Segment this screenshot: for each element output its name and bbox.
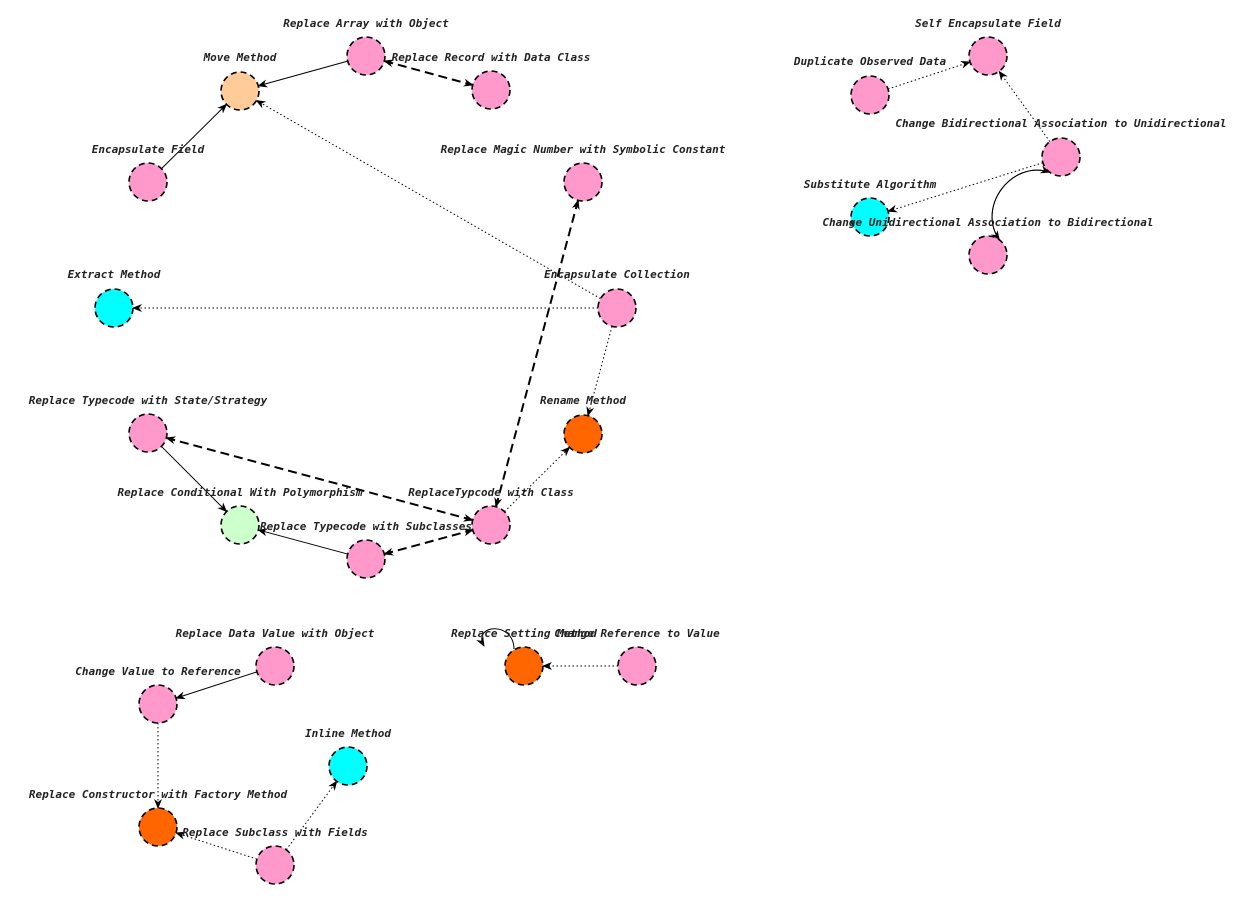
node-label-replace-subclass-with-fields: Replace Subclass with Fields <box>182 826 367 839</box>
node-label-replace-constructor-with-factory-method: Replace Constructor with Factory Method <box>29 788 288 801</box>
node-label-extract-method: Extract Method <box>68 268 161 281</box>
node-label-encapsulate-field: Encapsulate Field <box>92 143 205 156</box>
node-label-inline-method: Inline Method <box>305 727 391 740</box>
node-replace-record-with-data-class[interactable] <box>471 70 511 110</box>
edge-change-bidirectional-to-unidirectional-to-self-encapsulate-field <box>998 70 1051 142</box>
node-rename-method[interactable] <box>563 414 603 454</box>
node-remove-setting-method[interactable] <box>504 646 544 686</box>
nodes-layer <box>94 36 1081 885</box>
node-label-remove-setting-method: Replace Setting Method <box>451 627 597 640</box>
node-replace-constructor-with-factory-method[interactable] <box>138 807 178 847</box>
node-label-replace-record-with-data-class: Replace Record with Data Class <box>392 51 591 64</box>
node-replace-data-value-with-object[interactable] <box>255 646 295 686</box>
node-label-replace-magic-number: Replace Magic Number with Symbolic Const… <box>441 143 726 156</box>
edge-encapsulate-collection-to-rename-method <box>586 326 613 417</box>
node-duplicate-observed-data[interactable] <box>850 75 890 115</box>
node-change-reference-to-value[interactable] <box>617 646 657 686</box>
node-self-encapsulate-field[interactable] <box>968 36 1008 76</box>
node-label-encapsulate-collection: Encapsulate Collection <box>544 268 690 281</box>
edge-replace-typecode-with-class-to-replace-magic-number <box>494 199 580 508</box>
node-label-replace-typecode-with-subclasses: Replace Typecode with Subclasses <box>260 520 472 533</box>
edge-replace-typecode-with-subclasses-to-replace-typecode-with-class <box>383 528 474 556</box>
node-replace-typecode-with-class[interactable] <box>471 505 511 545</box>
edge-replace-typecode-with-subclasses-to-replace-conditional-with-polymorphism <box>257 528 348 555</box>
node-change-unidirectional-to-bidirectional[interactable] <box>968 235 1008 275</box>
node-label-replace-array-with-object: Replace Array with Object <box>283 17 449 30</box>
node-change-value-to-reference[interactable] <box>138 684 178 724</box>
edge-change-unidirectional-to-bidirectional-to-change-bidirectional-to-unidirectional <box>991 165 1051 241</box>
node-replace-typecode-with-subclasses[interactable] <box>346 539 386 579</box>
node-replace-magic-number[interactable] <box>563 162 603 202</box>
edge-replace-array-with-object-to-replace-record-with-data-class <box>383 59 474 87</box>
node-label-substitute-algorithm: Substitute Algorithm <box>804 178 937 191</box>
node-label-change-unidirectional-to-bidirectional: Change Unidirectional Association to Bid… <box>822 216 1153 229</box>
node-replace-conditional-with-polymorphism[interactable] <box>220 505 260 545</box>
node-label-move-method: Move Method <box>203 51 277 64</box>
node-label-change-reference-to-value: Change Reference to Value <box>554 627 720 640</box>
node-encapsulate-collection[interactable] <box>597 288 637 328</box>
edge-replace-typecode-with-state-strategy-to-replace-conditional-with-polymorphism <box>161 446 228 513</box>
node-extract-method[interactable] <box>94 288 134 328</box>
edge-replace-subclass-with-fields-to-inline-method <box>285 780 338 851</box>
node-label-replace-typecode-with-class: ReplaceTypcode with Class <box>408 486 574 499</box>
node-encapsulate-field[interactable] <box>128 162 168 202</box>
node-replace-typecode-with-state-strategy[interactable] <box>128 413 168 453</box>
edge-encapsulate-field-to-move-method <box>161 103 228 169</box>
node-label-self-encapsulate-field: Self Encapsulate Field <box>915 17 1061 30</box>
edge-replace-array-with-object-to-move-method <box>257 60 348 88</box>
edge-remove-setting-method-to-remove-setting-method <box>476 628 515 650</box>
node-label-change-value-to-reference: Change Value to Reference <box>75 665 241 678</box>
node-inline-method[interactable] <box>328 746 368 786</box>
node-label-rename-method: Rename Method <box>540 394 626 407</box>
labels-layer: Move Method Replace Array with ObjectRepl… <box>29 17 1227 839</box>
edges-layer <box>132 59 1051 860</box>
node-label-replace-conditional-with-polymorphism: Replace Conditional With Polymorphism <box>117 486 362 499</box>
edge-replace-typecode-with-state-strategy-to-replace-typecode-with-class <box>165 436 474 522</box>
node-replace-subclass-with-fields[interactable] <box>255 845 295 885</box>
node-label-duplicate-observed-data: Duplicate Observed Data <box>793 55 947 68</box>
node-label-change-bidirectional-to-unidirectional: Change Bidirectional Association to Unid… <box>895 117 1226 130</box>
node-label-replace-data-value-with-object: Replace Data Value with Object <box>176 627 375 640</box>
edge-replace-typecode-with-class-to-rename-method <box>504 446 571 512</box>
node-substitute-algorithm[interactable] <box>850 197 890 237</box>
node-change-bidirectional-to-unidirectional[interactable] <box>1041 137 1081 177</box>
edge-replace-data-value-with-object-to-change-value-to-reference <box>175 671 258 700</box>
edge-change-bidirectional-to-unidirectional-to-change-unidirectional-to-bidirectional <box>990 169 1050 241</box>
node-label-replace-typecode-with-state-strategy: Replace Typecode with State/Strategy <box>29 394 268 407</box>
edge-change-bidirectional-to-unidirectional-to-substitute-algorithm <box>887 162 1044 213</box>
node-replace-array-with-object[interactable] <box>346 36 386 76</box>
node-move-method[interactable] <box>220 71 260 111</box>
